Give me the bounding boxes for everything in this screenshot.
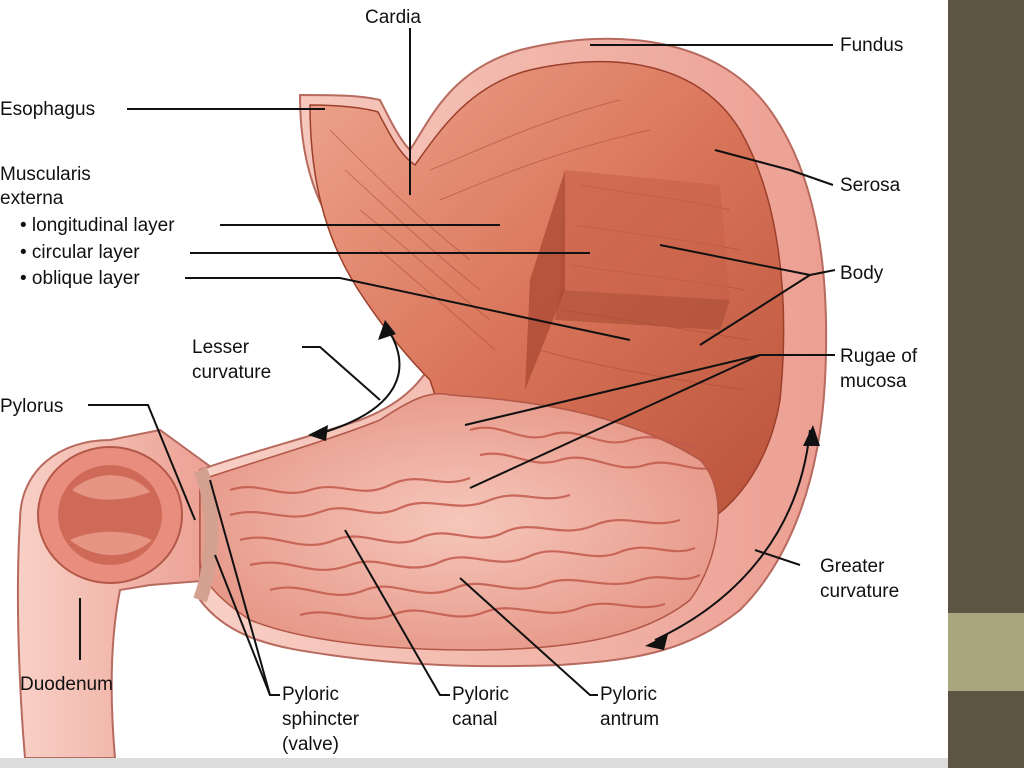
label-lesser-curvature-line-2: curvature <box>192 362 271 383</box>
label-pyloric-antrum-line-1: Pyloric <box>600 684 657 705</box>
label-greater-curvature-line-2: curvature <box>820 581 899 602</box>
diagram-canvas: Cardia Fundus Esophagus Muscularis exter… <box>0 7 918 759</box>
duodenum-illustration <box>16 428 216 759</box>
rugae-illustration <box>193 393 719 651</box>
label-pyloric-sphincter-line-2: sphincter <box>282 709 360 730</box>
label-pyloric-sphincter-line-3: (valve) <box>282 734 339 755</box>
label-esophagus: Esophagus <box>0 99 95 120</box>
side-panel-dark-top <box>948 0 1024 613</box>
bottom-strip <box>0 758 948 768</box>
label-longitudinal-layer: • longitudinal layer <box>20 215 175 236</box>
label-muscularis-line-1: Muscularis <box>0 164 91 185</box>
label-rugae-line-2: mucosa <box>840 371 907 392</box>
label-cardia: Cardia <box>365 7 421 28</box>
label-body: Body <box>840 263 884 284</box>
label-rugae-line-1: Rugae of <box>840 346 918 367</box>
label-pyloric-antrum-line-2: antrum <box>600 709 659 730</box>
side-panel-light-block <box>948 613 1024 691</box>
greater-curvature-arrow <box>645 425 820 650</box>
label-serosa: Serosa <box>840 175 901 196</box>
label-pylorus: Pylorus <box>0 396 63 417</box>
lesser-curvature-arrow <box>308 320 401 441</box>
label-duodenum: Duodenum <box>20 674 113 695</box>
label-pyloric-canal-line-2: canal <box>452 709 497 730</box>
stomach-anatomy-diagram: Cardia Fundus Esophagus Muscularis exter… <box>0 7 918 759</box>
leader-lines <box>79 28 836 696</box>
label-fundus: Fundus <box>840 35 903 56</box>
side-panel <box>948 0 1024 768</box>
label-lesser-curvature-line-1: Lesser <box>192 337 250 358</box>
label-oblique-layer: • oblique layer <box>20 268 140 289</box>
diagram-labels: Cardia Fundus Esophagus Muscularis exter… <box>0 7 918 755</box>
label-circular-layer: • circular layer <box>20 242 140 263</box>
label-muscularis-line-2: externa <box>0 188 64 209</box>
side-panel-dark-bottom <box>948 691 1024 768</box>
label-pyloric-canal-line-1: Pyloric <box>452 684 509 705</box>
label-pyloric-sphincter-line-1: Pyloric <box>282 684 339 705</box>
label-greater-curvature-line-1: Greater <box>820 556 885 577</box>
